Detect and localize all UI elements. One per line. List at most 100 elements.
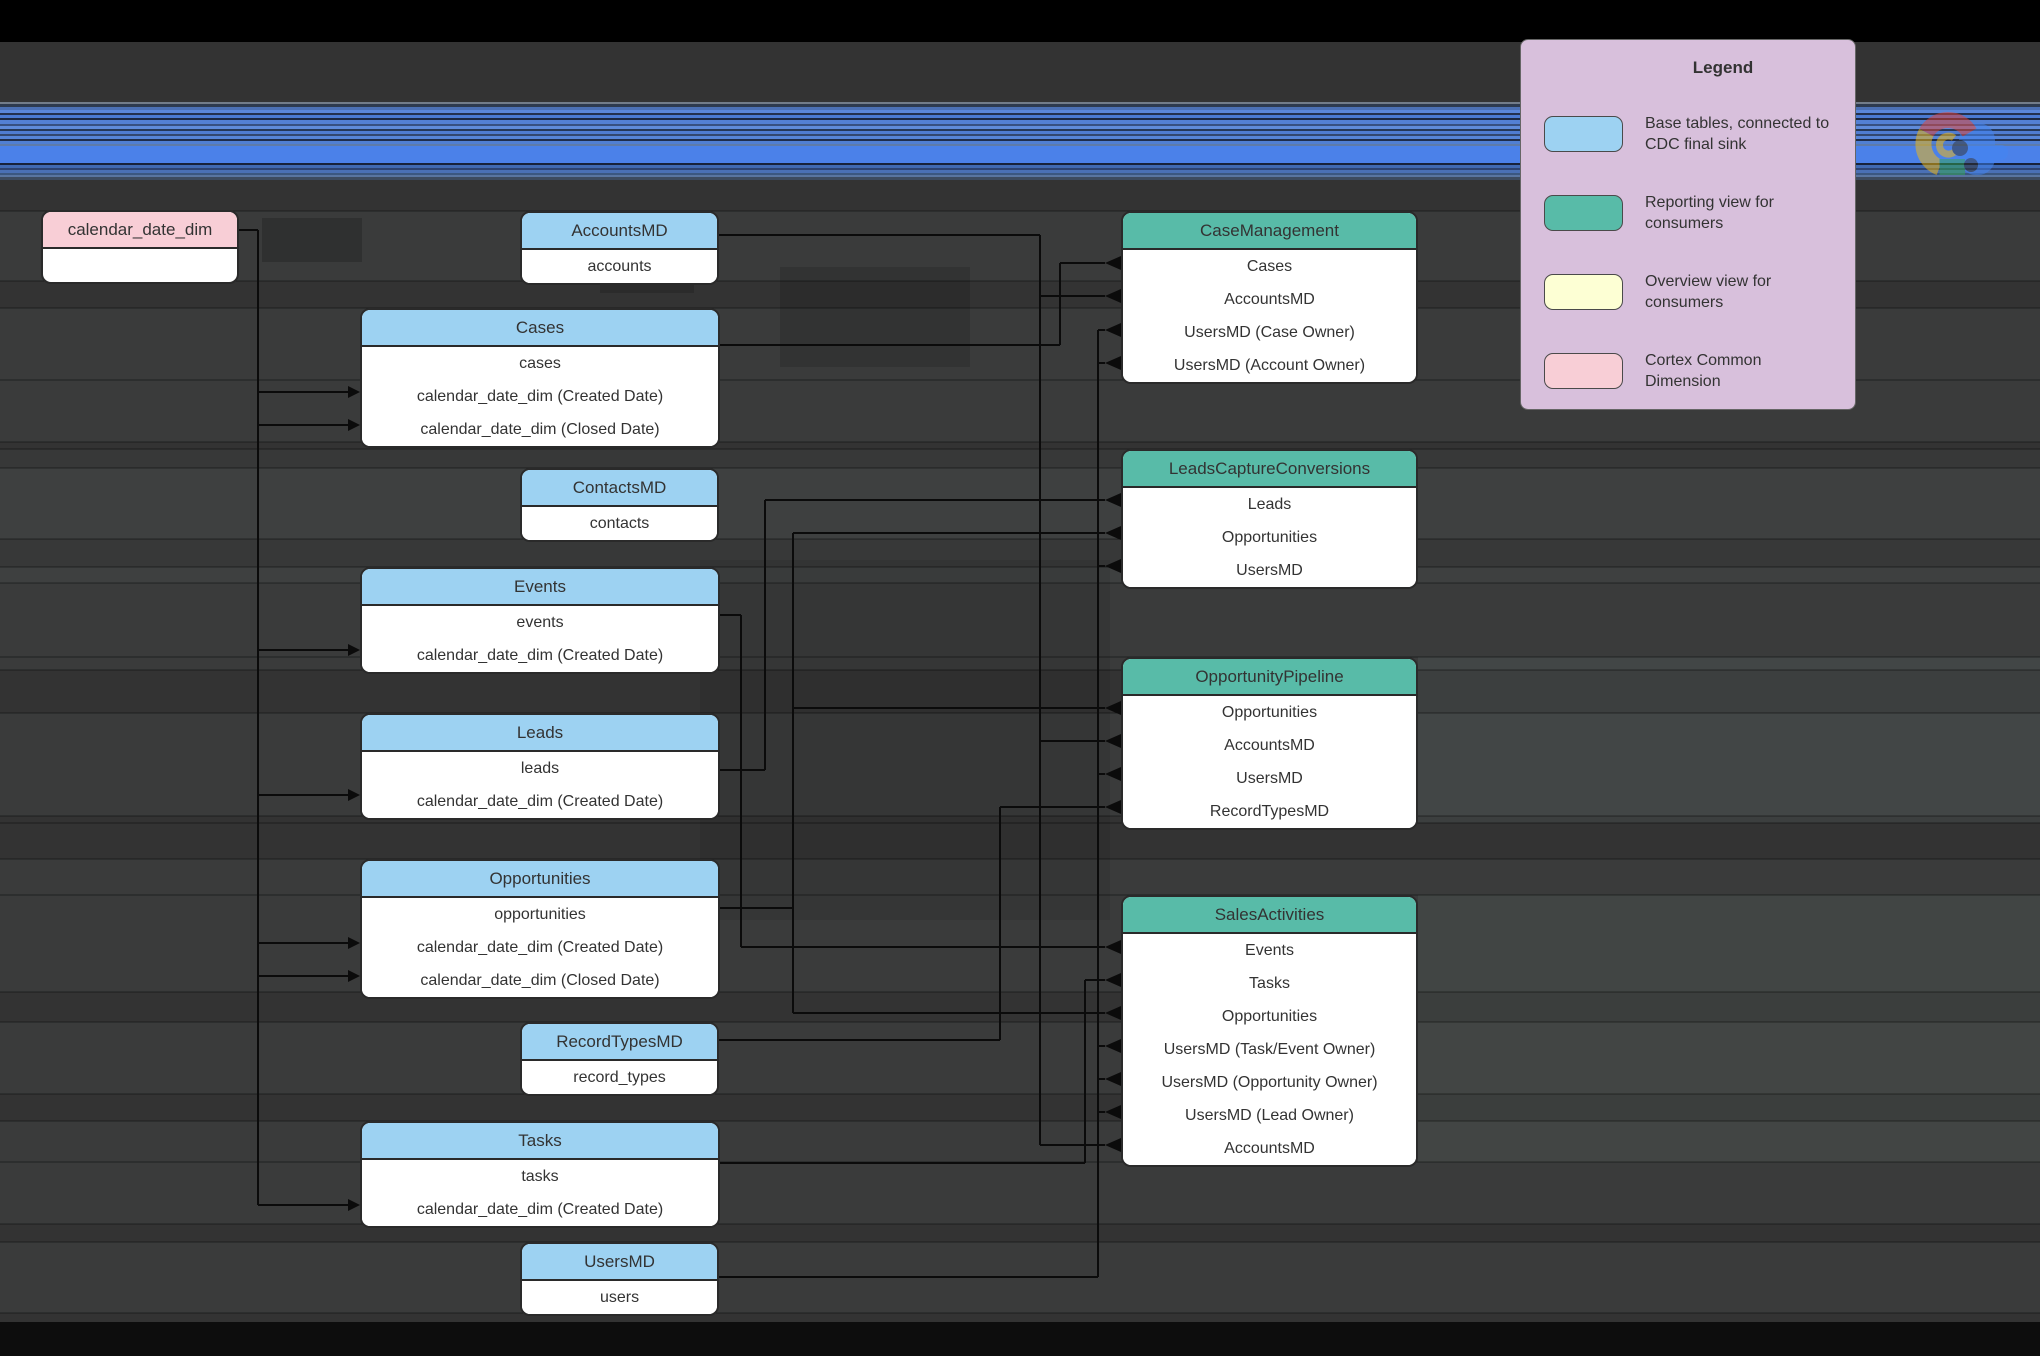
table-row: accounts (522, 250, 717, 283)
table-row: tasks (362, 1160, 718, 1193)
table-row: UsersMD (Task/Event Owner) (1123, 1033, 1416, 1066)
table-row: contacts (522, 507, 717, 540)
table-row: UsersMD (Account Owner) (1123, 349, 1416, 382)
table-row: UsersMD (Case Owner) (1123, 316, 1416, 349)
table-row: Cases (1123, 250, 1416, 283)
artifact-rect (780, 267, 970, 367)
table-header: ContactsMD (522, 470, 717, 507)
table-row: opportunities (362, 898, 718, 931)
ghost-band (0, 859, 2040, 992)
table-row: Events (1123, 934, 1416, 967)
table-header: calendar_date_dim (43, 212, 237, 249)
ghost-band (0, 1121, 2040, 1224)
table-header: Opportunities (362, 861, 718, 898)
table-row: Leads (1123, 488, 1416, 521)
ghost-band (0, 1022, 2040, 1094)
reporting-view-swatch-icon (1544, 195, 1623, 231)
view-header: LeadsCaptureConversions (1123, 451, 1416, 488)
legend: Legend Base tables, connected to CDC fin… (1520, 39, 1856, 410)
table-row: calendar_date_dim (Closed Date) (362, 964, 718, 997)
glitch-stripe-overlay (1896, 102, 2016, 180)
table-header: UsersMD (522, 1244, 717, 1281)
table-row: events (362, 606, 718, 639)
table-accounts-md: AccountsMD accounts (520, 211, 719, 285)
legend-item-label: Overview view for consumers (1645, 273, 1772, 311)
legend-item-label: Reporting view for consumers (1645, 194, 1774, 232)
legend-title: Legend (1692, 58, 1754, 77)
table-row: UsersMD (Lead Owner) (1123, 1099, 1416, 1132)
view-header: SalesActivities (1123, 897, 1416, 934)
table-row: UsersMD (1123, 762, 1416, 795)
ghost-band (0, 713, 2040, 816)
table-calendar-date-dim: calendar_date_dim (41, 210, 239, 284)
legend-item: Overview view for consumers (1544, 271, 1833, 313)
table-row: Opportunities (1123, 696, 1416, 729)
base-table-swatch-icon (1544, 116, 1623, 152)
ghost-band (1418, 895, 2040, 1162)
table-row: users (522, 1281, 717, 1314)
legend-item: Base tables, connected to CDC final sink (1544, 113, 1833, 155)
table-record-types-md: RecordTypesMD record_types (520, 1022, 719, 1096)
table-row: Opportunities (1123, 1000, 1416, 1033)
ghost-band (0, 567, 2040, 670)
legend-item-label: Base tables, connected to CDC final sink (1645, 115, 1830, 153)
table-body: users (522, 1281, 717, 1314)
table-row: AccountsMD (1123, 729, 1416, 762)
table-row: RecordTypesMD (1123, 795, 1416, 828)
view-header: OpportunityPipeline (1123, 659, 1416, 696)
table-body (43, 249, 237, 282)
table-users-md: UsersMD users (520, 1242, 719, 1316)
ghost-band (0, 468, 2040, 539)
table-header: Tasks (362, 1123, 718, 1160)
common-dimension-swatch-icon (1544, 353, 1623, 389)
table-row: calendar_date_dim (Created Date) (362, 931, 718, 964)
overview-view-swatch-icon (1544, 274, 1623, 310)
table-header: Leads (362, 715, 718, 752)
table-row: record_types (522, 1061, 717, 1094)
table-row: AccountsMD (1123, 1132, 1416, 1165)
view-header: CaseManagement (1123, 213, 1416, 250)
legend-item-label: Cortex Common Dimension (1645, 352, 1762, 390)
table-contacts-md: ContactsMD contacts (520, 468, 719, 542)
artifact-rect (262, 218, 362, 262)
legend-item: Reporting view for consumers (1544, 192, 1833, 234)
table-row: calendar_date_dim (Created Date) (362, 639, 718, 672)
table-header: Cases (362, 310, 718, 347)
top-letterbox-band (0, 0, 2040, 42)
table-row: calendar_date_dim (Closed Date) (362, 413, 718, 446)
table-row: calendar_date_dim (Created Date) (362, 380, 718, 413)
table-row: calendar_date_dim (Created Date) (362, 1193, 718, 1226)
table-row: calendar_date_dim (Created Date) (362, 785, 718, 818)
table-row: UsersMD (Opportunity Owner) (1123, 1066, 1416, 1099)
table-header: AccountsMD (522, 213, 717, 250)
ghost-band (1418, 657, 2040, 823)
table-row: cases (362, 347, 718, 380)
table-row: AccountsMD (1123, 283, 1416, 316)
table-header: RecordTypesMD (522, 1024, 717, 1061)
table-row: leads (362, 752, 718, 785)
bottom-letterbox-band (0, 1322, 2040, 1356)
table-row: Opportunities (1123, 521, 1416, 554)
table-row: Tasks (1123, 967, 1416, 1000)
table-body: contacts (522, 507, 717, 540)
table-header: Events (362, 569, 718, 606)
table-body: record_types (522, 1061, 717, 1094)
